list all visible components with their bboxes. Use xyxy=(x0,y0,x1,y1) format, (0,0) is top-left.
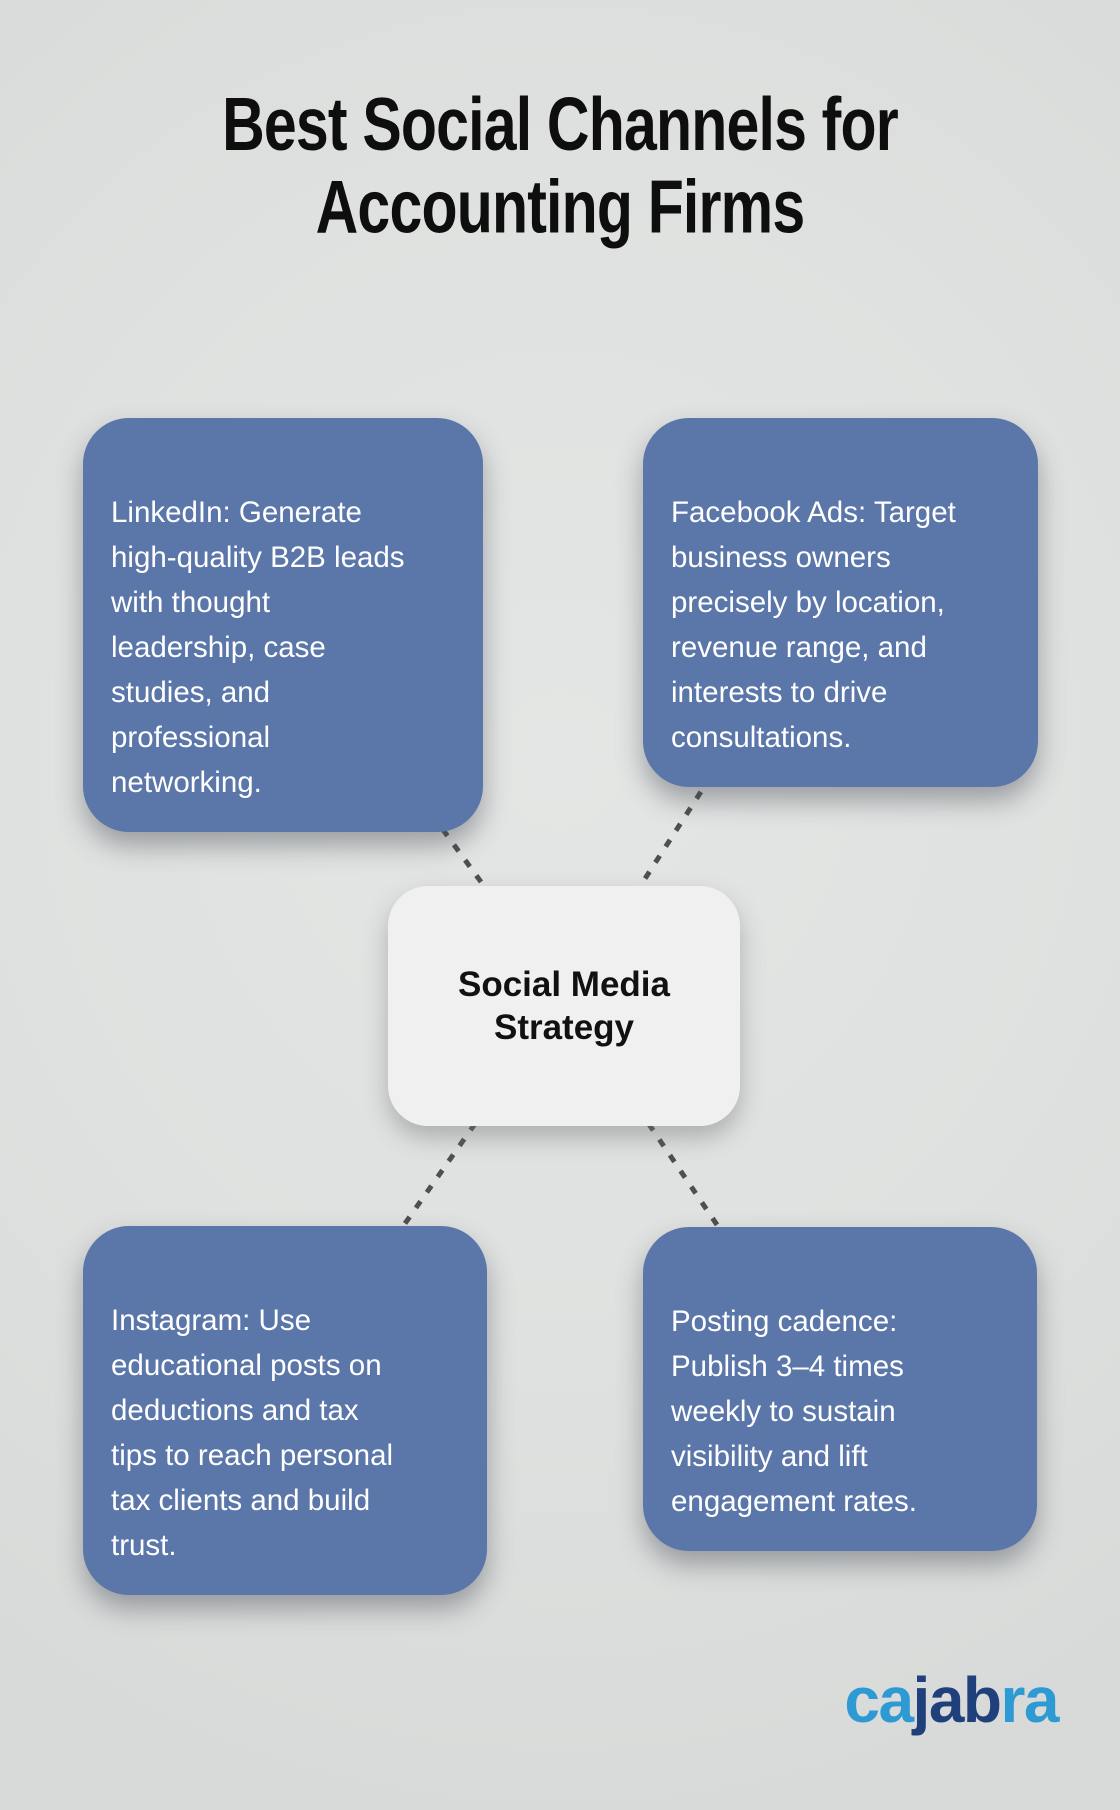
node-posting-cadence-text: Posting cadence: Publish 3–4 times weekl… xyxy=(671,1305,917,1518)
cajabra-logo: cajabra xyxy=(844,1668,1059,1732)
page-title: Best Social Channels for Accounting Firm… xyxy=(222,82,899,250)
connector-line-facebook-ads xyxy=(627,726,745,904)
node-facebook-ads: Facebook Ads: Target business owners pre… xyxy=(643,418,1038,787)
connector-line-instagram xyxy=(389,1106,489,1244)
center-node-social-media-strategy: Social Media Strategy xyxy=(388,886,740,1126)
center-node-label: Social Media Strategy xyxy=(457,964,671,1047)
logo-segment-ra: ra xyxy=(1000,1664,1060,1736)
connector-line-posting-cadence xyxy=(635,1106,733,1246)
node-instagram: Instagram: Use educational posts on dedu… xyxy=(83,1226,487,1595)
logo-segment-jab: jab xyxy=(912,1664,1002,1736)
node-posting-cadence: Posting cadence: Publish 3–4 times weekl… xyxy=(643,1227,1037,1551)
node-linkedin-text: LinkedIn: Generate high-quality B2B lead… xyxy=(111,496,405,799)
node-facebook-ads-text: Facebook Ads: Target business owners pre… xyxy=(671,496,956,754)
logo-segment-ca: ca xyxy=(844,1664,914,1736)
node-linkedin: LinkedIn: Generate high-quality B2B lead… xyxy=(83,418,483,832)
node-instagram-text: Instagram: Use educational posts on dedu… xyxy=(111,1304,394,1562)
